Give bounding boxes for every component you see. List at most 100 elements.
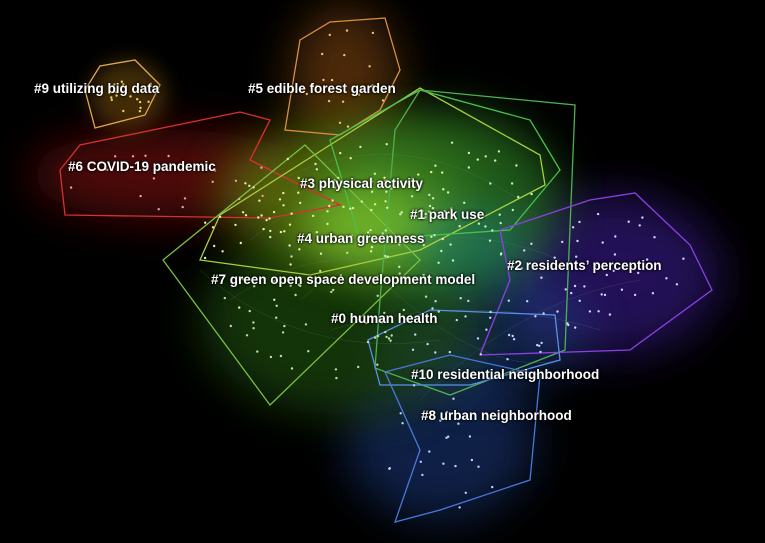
node-point (384, 330, 387, 334)
node-point (534, 315, 537, 318)
glow-teal (410, 205, 530, 285)
node-point (369, 250, 373, 253)
node-point (370, 177, 373, 180)
node-point (638, 224, 641, 227)
node-point (645, 258, 649, 261)
node-point (281, 331, 285, 334)
node-point (371, 31, 375, 35)
node-point (511, 208, 514, 212)
node-point (335, 376, 338, 380)
hull-cluster-8 (384, 354, 541, 523)
node-point (440, 249, 443, 253)
node-point (120, 80, 124, 83)
node-point (620, 288, 624, 291)
node-point (213, 244, 216, 248)
node-point (282, 204, 285, 207)
node-point (530, 192, 533, 196)
node-point (241, 211, 245, 214)
node-point (627, 220, 630, 223)
label-cluster-1: #1 park use (410, 207, 485, 222)
node-point (381, 99, 385, 102)
node-point (290, 212, 293, 215)
node-point (427, 210, 431, 213)
node-point (428, 204, 432, 208)
node-point (410, 195, 414, 198)
node-point (223, 296, 226, 300)
node-point (213, 169, 217, 172)
node-point (366, 340, 370, 344)
node-point (484, 155, 487, 158)
node-point (337, 176, 340, 180)
node-point (181, 205, 184, 209)
node-point (540, 341, 543, 345)
node-point (345, 29, 349, 32)
node-point (351, 206, 355, 210)
node-point (283, 324, 286, 328)
node-point (467, 166, 470, 169)
node-point (428, 193, 431, 197)
node-point (139, 106, 142, 110)
node-point (500, 252, 503, 255)
node-point (386, 255, 389, 258)
node-point (443, 209, 446, 213)
node-point (431, 307, 434, 310)
node-point (385, 143, 388, 146)
node-point (424, 295, 428, 298)
node-point (526, 300, 529, 303)
node-point (439, 419, 442, 422)
node-point (491, 485, 494, 489)
node-point (370, 246, 374, 249)
node-point (603, 293, 607, 297)
node-point (138, 110, 142, 113)
node-point (498, 213, 501, 216)
node-point (248, 184, 251, 187)
node-point (431, 207, 435, 210)
hull-cluster-9 (84, 59, 161, 129)
node-point (605, 273, 608, 277)
node-point (437, 261, 440, 264)
node-point (455, 318, 458, 322)
node-point (573, 284, 577, 288)
node-point (269, 355, 273, 359)
node-point (314, 88, 317, 91)
node-point (596, 212, 600, 216)
node-point (489, 316, 492, 319)
node-point (374, 336, 377, 339)
node-point (370, 208, 373, 212)
node-point (464, 491, 467, 494)
node-point (326, 210, 329, 213)
node-point (507, 333, 511, 337)
node-point (422, 273, 425, 277)
node-point (234, 179, 238, 182)
node-point (211, 226, 215, 229)
node-point (651, 292, 655, 295)
node-point (507, 299, 510, 302)
hull-cluster-0 (374, 89, 576, 396)
node-point (536, 343, 539, 347)
node-point (470, 458, 474, 462)
node-point (261, 194, 264, 198)
node-point (221, 250, 224, 253)
node-point (349, 207, 352, 210)
node-point (414, 215, 417, 218)
node-point (245, 334, 249, 337)
node-point (454, 464, 457, 468)
node-point (571, 226, 575, 229)
node-point (561, 240, 564, 244)
node-point (588, 310, 592, 313)
node-point (451, 259, 455, 262)
node-point (321, 52, 324, 56)
node-point (376, 275, 379, 278)
node-point (342, 205, 345, 208)
node-point (253, 285, 256, 288)
node-point (437, 310, 440, 313)
node-point (327, 99, 331, 103)
node-point (405, 317, 408, 321)
node-point (602, 268, 605, 271)
node-point (417, 173, 420, 176)
node-point (430, 170, 433, 174)
node-point (556, 310, 559, 313)
node-point (129, 95, 132, 98)
node-points (69, 29, 685, 509)
